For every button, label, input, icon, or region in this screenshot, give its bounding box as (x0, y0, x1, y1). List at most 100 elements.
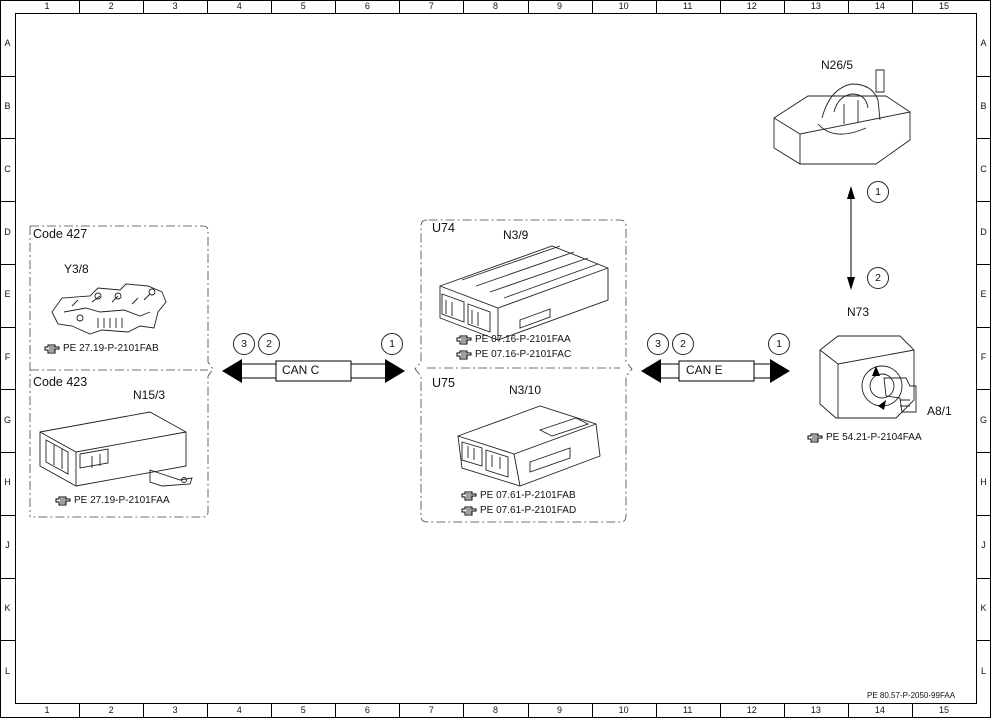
column-number: 3 (172, 705, 178, 715)
y3-8-valve-body-drawing (51, 283, 167, 335)
document-reference: PE 80.57-P-2050-99FAA (867, 691, 956, 700)
can-e-bus (641, 359, 790, 383)
n26-n73-link (847, 186, 855, 290)
u75-label: U75 (432, 376, 455, 390)
code-423-label: Code 423 (33, 375, 88, 389)
row-letter: J (5, 540, 10, 551)
n3-10-label: N3/10 (509, 383, 542, 397)
column-number: 11 (683, 1, 693, 11)
n15-3-label: N15/3 (133, 388, 166, 402)
row-letter: B (980, 101, 987, 112)
row-letter: A (4, 38, 11, 49)
column-number: 10 (618, 1, 629, 11)
n3-9-control-unit-drawing (439, 245, 609, 341)
y3-8-reference[interactable]: PE 27.19-P-2101FAB (44, 343, 159, 354)
column-number: 5 (300, 705, 306, 715)
n73-ignition-switch-drawing (819, 335, 917, 419)
n3-10-reference-2-text: PE 07.61-P-2101FAD (480, 505, 577, 516)
n3-9-reference-1[interactable]: PE 07.16-P-2101FAA (456, 334, 571, 345)
column-number: 2 (108, 705, 114, 715)
code-group-frame-center (414, 219, 633, 523)
n15-3-reference-text: PE 27.19-P-2101FAA (74, 495, 170, 506)
n73-reference[interactable]: PE 54.21-P-2104FAA (807, 432, 922, 443)
hand-pointer-icon (461, 491, 477, 500)
hand-pointer-icon (461, 506, 477, 515)
n15-3-control-unit-drawing (39, 411, 193, 487)
hand-pointer-icon (44, 344, 60, 353)
column-number: 14 (874, 1, 885, 11)
column-number: 2 (108, 1, 114, 11)
row-letter: E (4, 289, 11, 300)
n26-5-module-drawing (773, 69, 911, 165)
row-letter: J (981, 540, 986, 551)
can-c-bus (222, 359, 405, 383)
can-c-marker-3: 3 (233, 333, 255, 355)
column-number: 4 (236, 1, 242, 11)
hand-pointer-icon (456, 335, 472, 344)
n3-10-control-unit-drawing (457, 405, 601, 487)
column-number: 10 (618, 705, 629, 715)
row-letter: C (980, 163, 987, 174)
u74-label: U74 (432, 221, 455, 235)
n3-9-reference-1-text: PE 07.16-P-2101FAA (475, 334, 571, 345)
hand-pointer-icon (55, 496, 71, 505)
column-number: 7 (428, 705, 434, 715)
code-427-label: Code 427 (33, 227, 88, 241)
row-letter: H (4, 477, 11, 488)
column-number: 6 (364, 705, 370, 715)
n26-5-label: N26/5 (821, 58, 854, 72)
can-c-marker-1: 1 (381, 333, 403, 355)
column-number: 13 (810, 1, 821, 11)
a8-1-label: A8/1 (927, 404, 952, 418)
column-number: 4 (236, 705, 242, 715)
row-letter: D (980, 226, 987, 237)
can-e-label: CAN E (686, 363, 723, 377)
column-number: 1 (44, 705, 50, 715)
vertical-link-marker-2: 2 (867, 267, 889, 289)
column-number: 12 (746, 705, 757, 715)
row-letter: K (980, 602, 987, 613)
row-letter: L (980, 665, 986, 676)
column-number: 15 (938, 705, 949, 715)
hand-pointer-icon (807, 433, 823, 442)
row-letter: K (4, 602, 11, 613)
column-number: 11 (683, 705, 693, 715)
y3-8-label: Y3/8 (64, 262, 89, 276)
hand-pointer-icon (456, 350, 472, 359)
column-number: 8 (492, 705, 498, 715)
column-number: 14 (874, 705, 885, 715)
n3-9-reference-2[interactable]: PE 07.16-P-2101FAC (456, 349, 571, 360)
column-number: 6 (364, 1, 370, 11)
n73-label: N73 (847, 305, 870, 319)
column-number: 8 (492, 1, 498, 11)
can-c-label: CAN C (282, 363, 320, 377)
row-letter: F (980, 352, 987, 362)
n73-reference-text: PE 54.21-P-2104FAA (826, 432, 922, 443)
column-number: 3 (172, 1, 178, 11)
column-number: 13 (810, 705, 821, 715)
n3-10-reference-2[interactable]: PE 07.61-P-2101FAD (461, 505, 576, 516)
row-letter: G (3, 414, 11, 425)
column-number: 15 (938, 1, 949, 11)
can-e-marker-1: 1 (768, 333, 790, 355)
row-letter: B (4, 101, 11, 112)
column-number: 9 (557, 1, 563, 11)
code-group-frame-left (29, 225, 214, 518)
vertical-link-marker-1: 1 (867, 181, 889, 203)
row-letter: E (980, 289, 987, 300)
y3-8-reference-text: PE 27.19-P-2101FAB (63, 343, 159, 354)
n3-9-reference-2-text: PE 07.16-P-2101FAC (475, 349, 572, 360)
n3-9-label: N3/9 (503, 228, 529, 242)
row-letter: C (4, 163, 11, 174)
column-number: 1 (44, 1, 50, 11)
column-number: 9 (557, 705, 563, 715)
can-e-marker-3: 3 (647, 333, 669, 355)
row-letter: H (980, 477, 987, 488)
column-number: 5 (300, 1, 306, 11)
row-letter: F (4, 352, 11, 362)
row-letter: A (980, 38, 987, 49)
n3-10-reference-1[interactable]: PE 07.61-P-2101FAB (461, 490, 576, 501)
row-letter: L (4, 665, 10, 676)
n15-3-reference[interactable]: PE 27.19-P-2101FAA (55, 495, 170, 506)
